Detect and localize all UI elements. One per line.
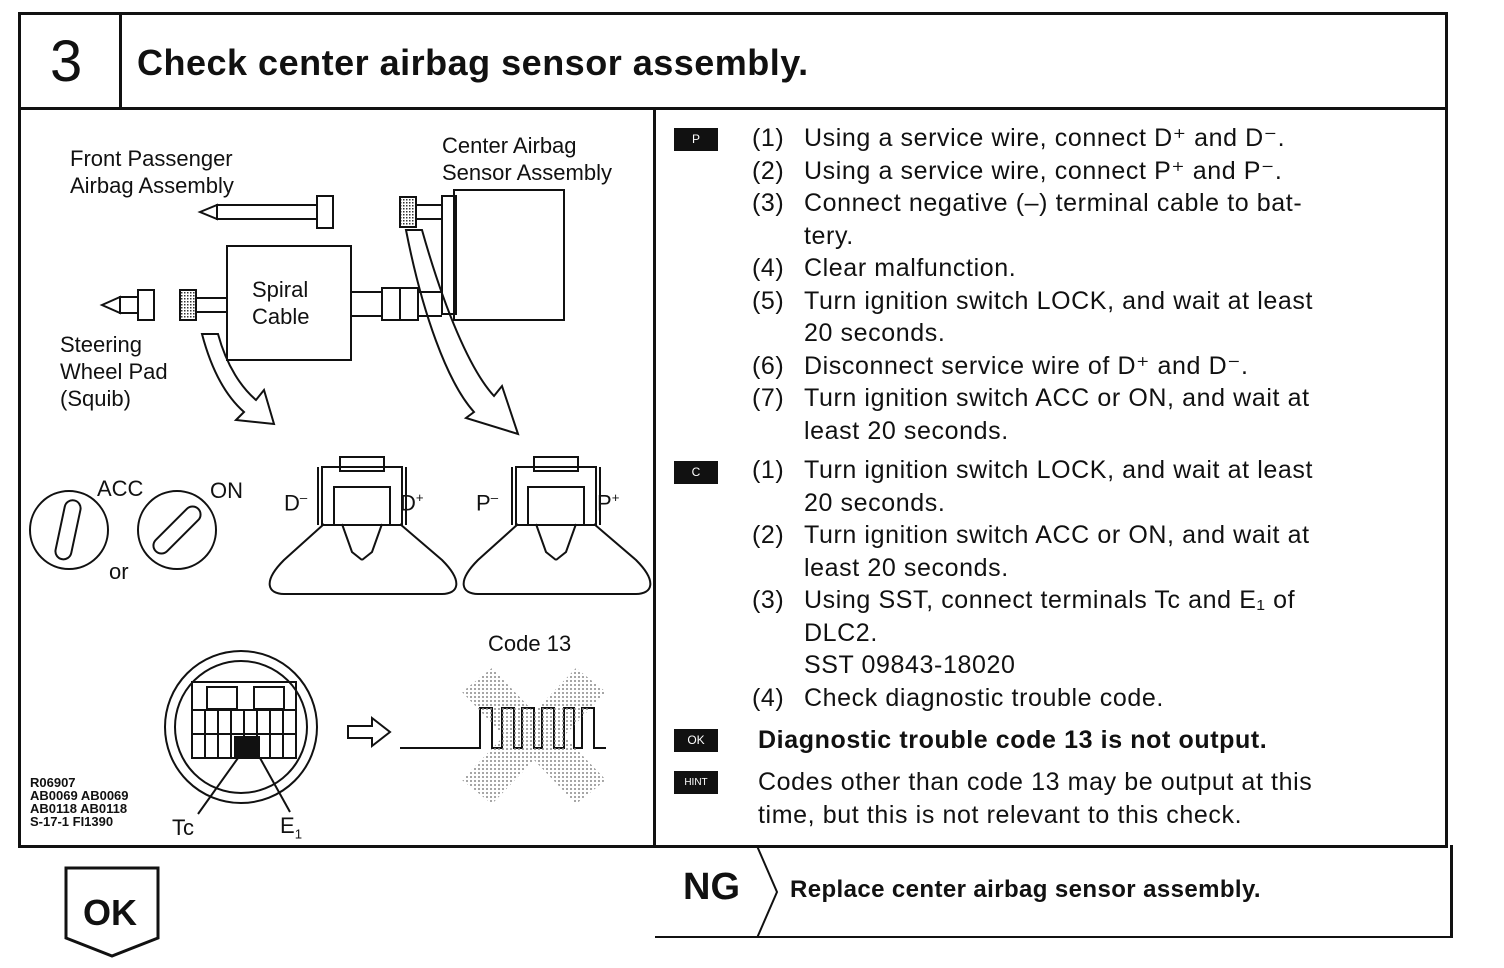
body-right-border [1445,108,1448,848]
label-p-plus: P+ [597,490,620,516]
column-divider [653,108,656,848]
figure-drawing [29,189,652,815]
label-code13: Code 13 [488,631,572,656]
section-p-list: (1)Using a service wire, connect D⁺ and … [752,122,1432,447]
body-left-border [18,108,21,848]
step-number: 3 [50,29,83,94]
label-d-minus: D– [284,490,308,516]
step-divider [119,12,122,110]
list-item: (3)Connect negative (–) terminal cable t… [752,189,1303,250]
label-tc: Tc [172,815,194,840]
list-item: (1)Using a service wire, connect D⁺ and … [752,124,1286,152]
list-item: (5)Turn ignition switch LOCK, and wait a… [752,286,1314,348]
connector-d-drawing [268,456,458,595]
label-p-minus: P– [476,490,499,516]
label-e1: E1 [280,813,303,842]
dlc2-connector [164,650,318,804]
ok-result-text: Diagnostic trouble code 13 is not output… [758,726,1268,754]
ng-label: NG [683,866,740,908]
list-item: (1)Turn ignition switch LOCK, and wait a… [752,456,1314,517]
ok-arrow-label: OK [83,892,137,933]
ignition-key-acc [29,490,109,570]
list-item: (7)Turn ignition switch ACC or ON, and w… [752,384,1310,445]
body-bottom-border [18,845,1448,848]
connector-p-drawing [462,456,652,595]
cross-mark [462,668,606,804]
list-item: (3)Using SST, connect terminals Tc and E… [752,586,1296,679]
tag-c: C [674,461,718,484]
step-header [18,12,1448,110]
center-sensor-body [453,189,565,321]
tag-p: P [674,128,718,151]
tag-ok: OK [674,729,718,752]
label-or: or [109,559,129,584]
steering-connector [119,296,139,314]
spiral-cable-box [226,245,352,361]
ng-box-right [1450,845,1453,938]
list-item: (2)Using a service wire, connect P⁺ and … [752,156,1283,185]
section-c-list: (1)Turn ignition switch LOCK, and wait a… [752,454,1432,714]
ng-box-bottom [655,936,1453,938]
passenger-connector [216,204,318,220]
hint-text: Codes other than code 13 may be output a… [758,768,1313,829]
label-d-plus: D+ [400,490,424,516]
label-acc: ACC [97,476,144,501]
list-item: (4)Clear malfunction. [752,254,1017,282]
list-item: (2)Turn ignition switch ACC or ON, and w… [752,521,1310,582]
list-item: (6)Disconnect service wire of D⁺ and D⁻. [752,351,1249,380]
ng-chevron [756,846,779,938]
ok-arrow-shape [64,866,160,958]
list-item: (4)Check diagnostic trouble code. [752,683,1164,712]
steering-connector-arrow [99,295,121,315]
passenger-connector-arrow [197,203,218,221]
ng-action-text: Replace center airbag sensor assembly. [790,876,1261,903]
step-title: Check center airbag sensor assembly. [137,42,809,83]
tag-hint: HINT [674,771,718,794]
ignition-key-on [137,490,217,570]
label-on: ON [210,478,243,503]
